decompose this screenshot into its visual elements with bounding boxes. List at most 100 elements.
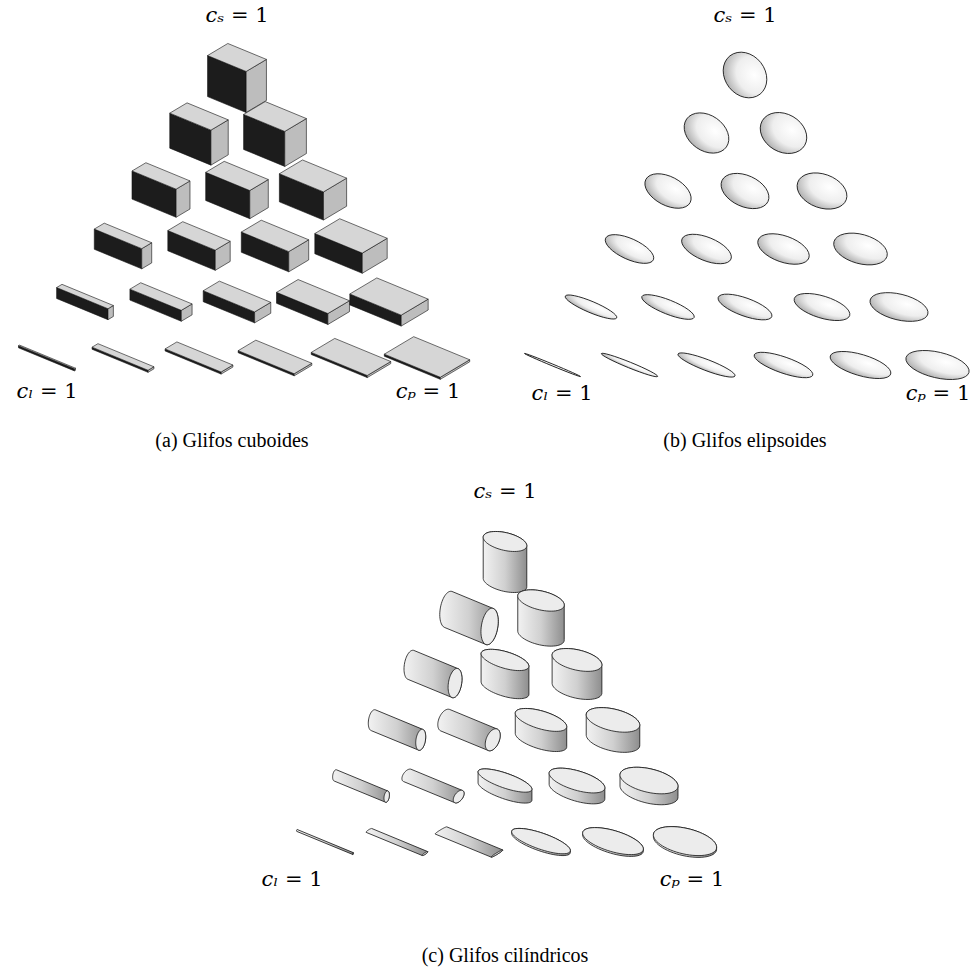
ellipsoid-glyph <box>830 228 891 271</box>
cylinder-glyph <box>515 708 566 751</box>
cuboid-glyph <box>132 163 190 218</box>
ellipsoid-glyph <box>791 288 853 326</box>
cuboid-glyph <box>94 223 151 269</box>
panel-caption: (a) Glifos cuboides <box>155 429 308 451</box>
cuboid-top-face <box>208 43 267 71</box>
cuboid-glyph <box>311 338 391 377</box>
cylinder-side <box>438 709 500 751</box>
cylinder-side <box>552 649 602 700</box>
ellipsoid-glyph <box>639 167 697 216</box>
cuboid-top-face <box>277 280 350 314</box>
ellipsoid-glyph <box>639 167 697 216</box>
cuboid-glyph <box>57 284 114 319</box>
cylinder-cap <box>483 531 527 551</box>
ellipsoid-glyph <box>827 346 893 384</box>
cylinder-cap <box>481 649 529 670</box>
ellipsoid-glyph <box>678 228 736 270</box>
cylinder-glyph <box>512 828 571 855</box>
ellipsoid-glyph <box>792 166 852 215</box>
cuboid-glyph <box>350 278 428 326</box>
cylinder-cap <box>583 828 644 855</box>
cylinder-glyph <box>333 770 390 803</box>
ellipsoid-glyph <box>715 289 775 325</box>
ellipsoid-glyph <box>676 105 736 162</box>
cylinder-cap <box>478 769 532 792</box>
cylinder-cap <box>549 768 605 793</box>
cylinder-cap <box>512 828 571 853</box>
cuboid-glyph <box>238 340 312 376</box>
ellipsoid-glyph <box>716 166 775 215</box>
ellipsoid-glyph <box>792 166 852 215</box>
cylinder-glyph <box>440 591 498 644</box>
cylinder-cap <box>586 708 640 733</box>
cylinder-side <box>583 828 644 857</box>
cuboid-top-face <box>57 284 114 308</box>
ellipsoid-glyph <box>716 166 775 215</box>
cylinder-glyph <box>402 769 464 803</box>
cylinder-panel <box>296 531 716 857</box>
ellipsoid-glyph <box>563 291 619 323</box>
cs-corner-label: cₛ = 1 <box>205 4 268 27</box>
ellipsoid-glyph <box>678 228 736 270</box>
cylinder-cap <box>552 649 602 672</box>
cylinder-side <box>440 591 498 644</box>
cylinder-side <box>483 531 527 592</box>
cylinder-glyph <box>368 710 425 751</box>
cylinder-cap <box>653 827 716 856</box>
ellipsoid-glyph <box>753 104 814 161</box>
cuboid-top-face <box>165 342 233 372</box>
ellipsoid-glyph <box>754 228 813 271</box>
cl-corner-label: cₗ = 1 <box>261 868 322 891</box>
ellipsoid-panel <box>524 43 972 384</box>
cuboid-glyph <box>279 160 346 220</box>
cylinder-cap <box>491 850 503 857</box>
cuboid-glyph <box>206 161 269 218</box>
ellipsoid-glyph <box>524 353 581 378</box>
cp-corner-label: cₚ = 1 <box>906 382 970 405</box>
cylinder-side <box>404 650 462 697</box>
cuboid-top-face <box>94 223 151 249</box>
cylinder-glyph <box>366 828 428 855</box>
ellipsoid-glyph <box>639 290 697 324</box>
cuboid-top-face <box>18 345 75 369</box>
ellipsoid-glyph <box>830 228 891 271</box>
cuboid-top-face <box>311 338 391 375</box>
cl-corner-label: cₗ = 1 <box>16 380 77 403</box>
ellipsoid-glyph <box>601 229 657 270</box>
cuboid-top-face <box>168 222 230 250</box>
cuboid-glyph <box>130 283 192 322</box>
cylinder-cap <box>620 767 678 794</box>
cuboid-glyph <box>208 43 267 112</box>
ellipsoid-glyph <box>524 353 581 378</box>
cuboid-panel <box>18 43 469 379</box>
ellipsoid-glyph <box>791 288 853 326</box>
cylinder-side <box>586 708 640 753</box>
cuboid-glyph <box>277 280 350 325</box>
cuboid-glyph <box>165 342 233 374</box>
ellipsoid-glyph <box>601 229 657 270</box>
cylinder-glyph <box>552 649 602 700</box>
cs-corner-label: cₛ = 1 <box>713 4 776 27</box>
cuboid-glyph <box>315 219 387 274</box>
cylinder-side <box>366 828 428 855</box>
cylinder-glyph <box>518 590 564 646</box>
cp-corner-label: cₚ = 1 <box>396 380 460 403</box>
cuboid-glyph <box>92 344 154 373</box>
ellipsoid-glyph <box>600 351 658 379</box>
cylinder-glyph <box>483 531 527 592</box>
cuboid-glyph <box>203 281 271 323</box>
ellipsoid-glyph <box>715 289 775 325</box>
cylinder-side <box>653 827 716 858</box>
cuboid-glyph <box>18 345 75 371</box>
cylinder-side <box>518 590 564 646</box>
cuboid-top-face <box>132 163 190 189</box>
ellipsoid-glyph <box>676 349 737 381</box>
cuboid-glyph <box>384 337 469 380</box>
cylinder-glyph <box>583 828 644 857</box>
cylinder-cap <box>416 729 426 750</box>
ellipsoid-glyph <box>752 347 816 383</box>
cs-corner-label: cₛ = 1 <box>473 480 536 503</box>
cylinder-side <box>481 649 529 698</box>
cuboid-glyph <box>168 222 230 271</box>
cylinder-cap <box>453 790 464 803</box>
